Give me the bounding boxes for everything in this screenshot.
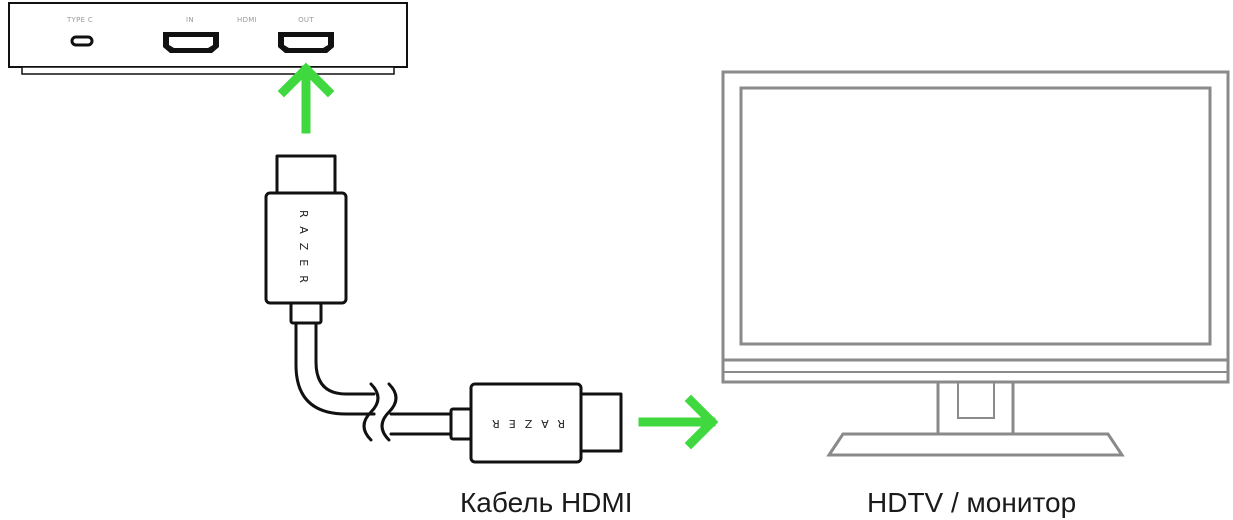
port-label-in: IN [186,16,194,24]
type-c-port-icon [70,35,94,47]
capture-device-icon: TYPE C IN HDMI OUT [8,2,408,75]
cable-caption: Кабель HDMI [460,487,633,518]
arrow-right-icon [638,394,719,450]
monitor-caption: HDTV / монитор [867,487,1076,518]
hdmi-in-port-icon [163,32,219,53]
cable-brand-top: RAZER [297,210,310,292]
monitor-icon [721,70,1230,457]
port-label-hdmi: HDMI [237,16,257,24]
arrow-up-icon [277,62,335,134]
port-label-type-c: TYPE C [66,16,93,24]
hdmi-cable-icon: RAZER RAZER [264,154,623,464]
cable-brand-bottom: RAZER [483,417,565,430]
hdmi-out-port-icon [278,32,334,53]
port-label-out: OUT [298,16,314,24]
